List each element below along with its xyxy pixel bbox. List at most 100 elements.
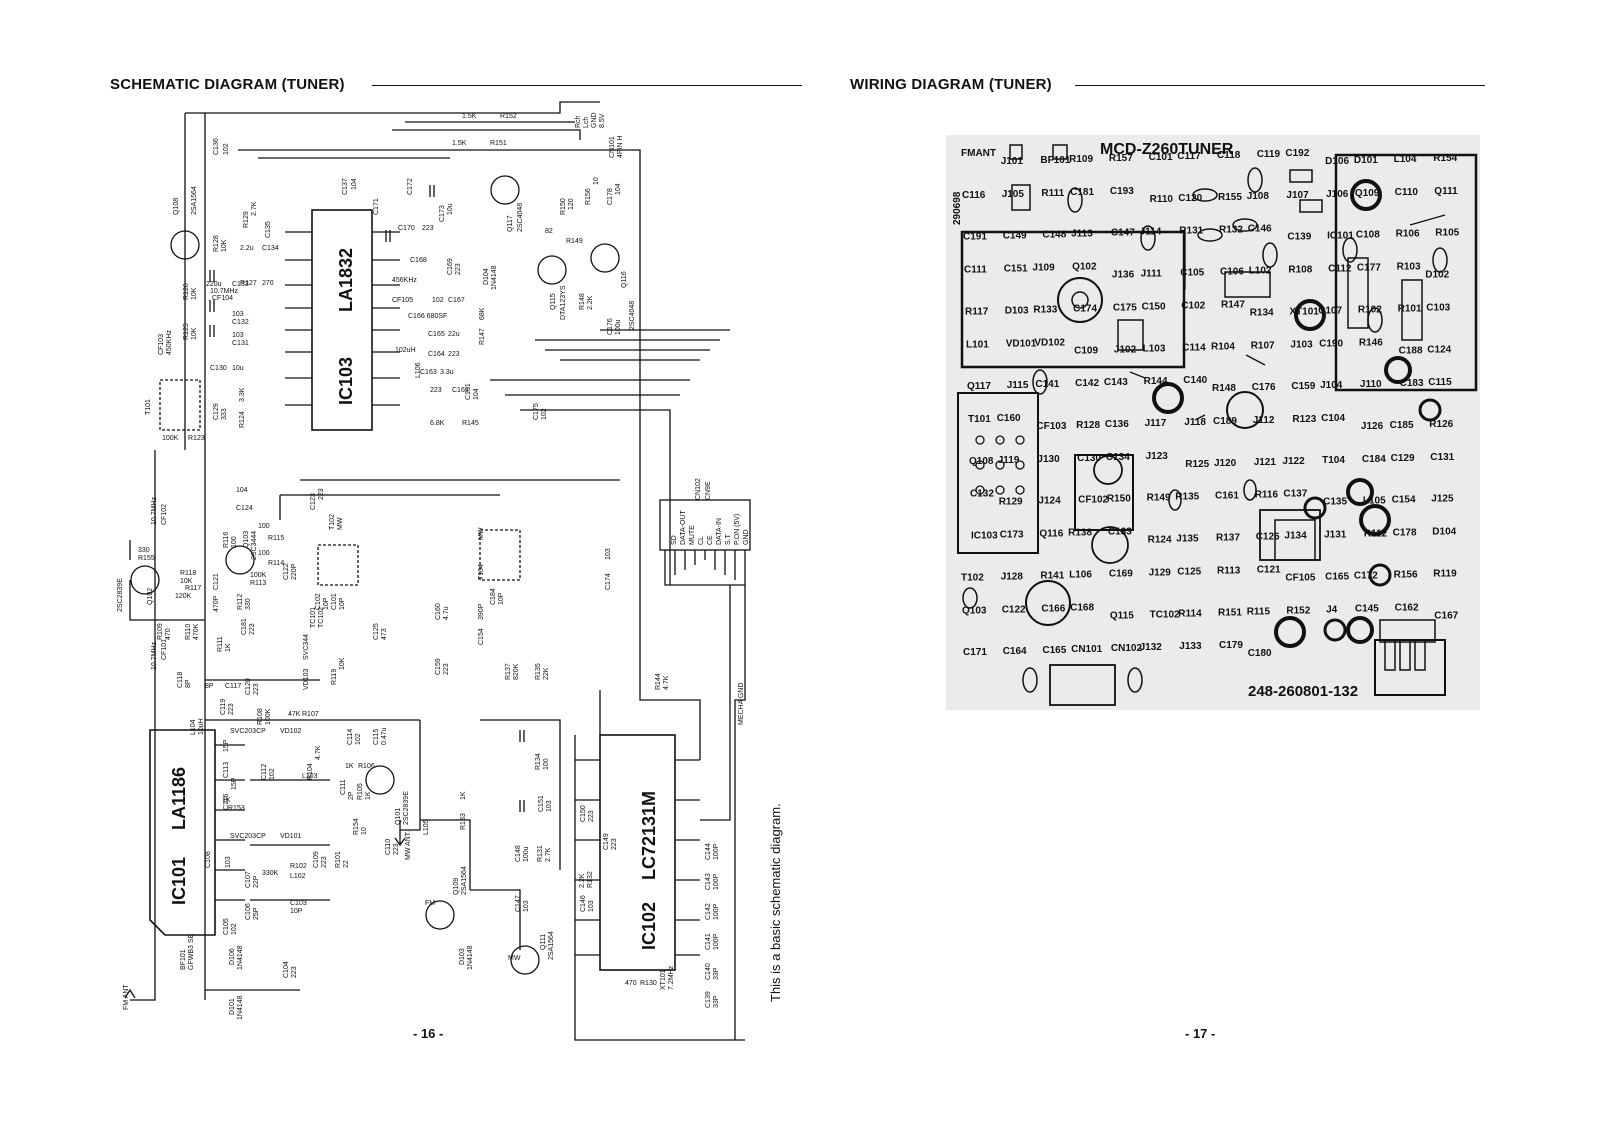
pcb-component-label: J102 bbox=[1114, 344, 1137, 355]
r116-label: R116 bbox=[223, 532, 230, 548]
c148-label: C148 bbox=[515, 845, 522, 862]
ic102-part: LC72131M bbox=[639, 791, 659, 880]
pcb-component-label: R106 bbox=[1396, 229, 1420, 240]
c144-label: C144 bbox=[705, 843, 712, 860]
c125-label: C125 bbox=[373, 623, 380, 640]
c137-val: 104 bbox=[351, 178, 358, 190]
c154-val: 390P bbox=[478, 603, 485, 620]
ic102-ref: IC102 bbox=[639, 902, 659, 950]
q109-label: Q109 bbox=[453, 878, 460, 895]
c167-val: 102 bbox=[432, 297, 444, 304]
c119-val: 223 bbox=[228, 703, 235, 715]
pcb-component-label: C142 bbox=[1075, 378, 1099, 389]
c115-val: 0.47u bbox=[381, 727, 388, 745]
c171-label: C171 bbox=[373, 198, 380, 215]
fm-ant-label: FM ANT bbox=[123, 984, 130, 1010]
pcb-component-label: C166 bbox=[1041, 603, 1065, 614]
c136-val: 102 bbox=[223, 143, 230, 155]
c105-label: C105 bbox=[223, 918, 230, 935]
t102-label: T102 bbox=[329, 514, 336, 530]
c146-val: 103 bbox=[588, 900, 595, 912]
pcb-component-label: C116 bbox=[962, 190, 986, 201]
r124-label: R124 bbox=[239, 411, 246, 428]
pcb-component-label: C110 bbox=[1395, 187, 1419, 198]
pcb-component-label: C106 bbox=[1220, 267, 1244, 278]
r107-label: R107 bbox=[302, 711, 319, 718]
c102-label: C102 bbox=[315, 593, 322, 610]
c147-val: 103 bbox=[523, 900, 530, 912]
pcb-component-label: CF102 bbox=[1078, 495, 1108, 506]
pcb-component-label: C164 bbox=[1003, 646, 1027, 657]
c143-val: 100P bbox=[713, 873, 720, 890]
r148-label: R148 bbox=[579, 293, 586, 310]
r151-label: R151 bbox=[490, 140, 507, 147]
q117-type: 2SC4048 bbox=[517, 203, 524, 232]
pcb-component-label: J113 bbox=[1071, 229, 1093, 240]
c133-val: 220u bbox=[206, 281, 222, 288]
cf101-label: CF101 bbox=[161, 639, 168, 660]
c104-label: C104 bbox=[283, 961, 290, 978]
c141-label: C141 bbox=[705, 933, 712, 950]
cn102-pin-3: MUTE bbox=[689, 525, 696, 545]
pcb-component-label: R137 bbox=[1216, 533, 1240, 544]
r131-val: 2.7K bbox=[545, 847, 552, 862]
cf102-val: 10.7MHz bbox=[151, 496, 158, 525]
cn102-ref: CN102 bbox=[695, 478, 702, 500]
pcb-component-label: CF103 bbox=[1036, 421, 1066, 432]
r133-label: R133 bbox=[460, 813, 467, 830]
c140-val: 33P bbox=[713, 967, 720, 980]
q109-type: 2SA1564 bbox=[461, 866, 468, 895]
pcb-component-label: J122 bbox=[1282, 456, 1305, 467]
cf105-label: CF105 bbox=[392, 297, 413, 304]
l104-val: 10uH bbox=[198, 718, 205, 735]
c120-label: C120 bbox=[245, 678, 252, 695]
c174-val: 103 bbox=[605, 548, 612, 560]
c123-label: C123 bbox=[310, 493, 317, 510]
pcb-component-label: R149 bbox=[1147, 493, 1171, 504]
c132-label: C132 bbox=[232, 319, 249, 326]
pcb-component-label: C149 bbox=[1003, 231, 1027, 242]
r105-val: 1K bbox=[365, 791, 372, 800]
c181-val: 223 bbox=[249, 623, 256, 635]
cf102-label: CF102 bbox=[161, 504, 168, 525]
r123-val: 100K bbox=[162, 435, 179, 442]
r126-val: 10K bbox=[191, 287, 198, 300]
pcb-component-label: C118 bbox=[1217, 150, 1241, 161]
c170-label: C170 bbox=[398, 225, 415, 232]
r116-val: 100 bbox=[231, 536, 238, 548]
pcb-component-label: C150 bbox=[1142, 301, 1166, 312]
r147-val: 68K bbox=[479, 307, 486, 320]
pcb-component-label: C148 bbox=[1042, 230, 1066, 241]
r125-label: R125 bbox=[183, 323, 190, 340]
r114-val: 100 bbox=[258, 550, 270, 557]
pcb-component-label: J124 bbox=[1038, 496, 1061, 507]
c132-val: 103 bbox=[232, 311, 244, 318]
pcb-component-label: J125 bbox=[1431, 494, 1454, 505]
pcb-component-label: R141 bbox=[1040, 570, 1064, 581]
cf105-val: 456KHz bbox=[392, 277, 417, 284]
pcb-component-label: C160 bbox=[997, 413, 1021, 424]
c106-label: C106 bbox=[245, 903, 252, 920]
pcb-component-label: C165 bbox=[1325, 571, 1349, 582]
pcb-component-label: R111 bbox=[1041, 188, 1064, 199]
pcb-component-label: J103 bbox=[1290, 339, 1313, 350]
pcb-component-label: C137 bbox=[1283, 489, 1307, 500]
c169-label: C169 bbox=[447, 258, 454, 275]
pcb-component-label: R116 bbox=[1255, 490, 1279, 501]
pcb-component-label: C136 bbox=[1105, 419, 1129, 430]
pcb-component-label: J133 bbox=[1179, 641, 1202, 652]
c176-val: 100u bbox=[615, 319, 622, 335]
r113-val: 100K bbox=[250, 572, 267, 579]
pcb-component-label: R119 bbox=[1433, 568, 1457, 579]
r152-val: 1.5K bbox=[462, 113, 477, 120]
pcb-component-label: J130 bbox=[1037, 454, 1060, 465]
q117-label: Q117 bbox=[507, 215, 514, 232]
q103-type: 2SC3444 bbox=[251, 531, 258, 560]
d106-type: 1N4148 bbox=[237, 945, 244, 970]
r112-val: 330 bbox=[245, 598, 252, 610]
pcb-component-label: L105 bbox=[1363, 496, 1386, 507]
cn101-pin-3: GND bbox=[591, 112, 598, 128]
vd101-type: SVC203CP bbox=[230, 833, 266, 840]
